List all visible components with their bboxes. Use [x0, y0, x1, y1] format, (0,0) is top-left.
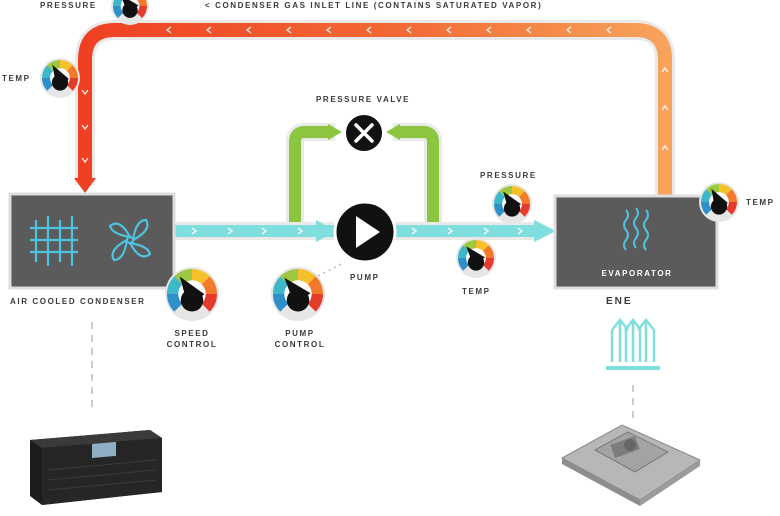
right-temp-gauge[interactable] — [699, 182, 739, 222]
left-temp-gauge[interactable] — [40, 58, 80, 98]
vapor-flow-chevrons — [81, 26, 669, 164]
pressure-valve-bypass-line — [286, 123, 442, 222]
liquid-arrowhead-pump — [316, 220, 336, 242]
mid-pressure-gauge[interactable] — [492, 184, 532, 224]
close-icon — [354, 123, 374, 143]
condenser-gas-inlet-line — [74, 20, 675, 195]
gauge-hub — [710, 198, 728, 215]
pressure-valve-label: PRESSURE VALVE — [316, 95, 411, 104]
mid-temp-label: TEMP — [462, 287, 491, 296]
pump-control-line-2: CONTROL — [274, 340, 326, 349]
right-temp-label: TEMP — [746, 198, 775, 207]
pressure-valve[interactable] — [344, 113, 384, 153]
gauge-hub — [503, 200, 521, 217]
pump-label: PUMP — [350, 273, 380, 282]
top-pressure-label: PRESSURE — [40, 1, 97, 10]
evaporator-plate-image — [560, 424, 702, 506]
gauge-hub — [51, 74, 69, 91]
pump-control-line-1: PUMP — [285, 329, 315, 338]
speed-control-line-1: SPEED — [174, 329, 210, 338]
mid-temp-gauge[interactable] — [456, 238, 496, 278]
pump-control-label: PUMP CONTROL — [270, 328, 330, 350]
bypass-arrowhead-left — [328, 124, 342, 140]
gauges — [40, 0, 739, 321]
gauge-hub — [180, 289, 204, 312]
liquid-flow-chevrons — [191, 227, 524, 235]
gauge-hub — [467, 254, 485, 271]
condenser-unit-image — [30, 430, 162, 505]
play-icon — [356, 216, 380, 248]
coil-fan-icon — [30, 216, 152, 266]
left-temp-label: TEMP — [2, 74, 31, 83]
gauge-hub — [286, 289, 310, 312]
wavy-lines-icon — [623, 207, 649, 251]
top-pressure-gauge[interactable] — [111, 0, 149, 25]
gauge-hub — [122, 2, 138, 18]
condenser-line-label: < CONDENSER GAS INLET LINE (CONTAINS SAT… — [205, 1, 543, 10]
mid-pressure-label: PRESSURE — [480, 171, 537, 180]
condenser-label: AIR COOLED CONDENSER — [10, 297, 146, 306]
vapor-arrowhead — [74, 178, 96, 193]
speed-control-label: SPEED CONTROL — [164, 328, 220, 350]
bypass-arrowhead-right — [386, 124, 400, 140]
evaporator-label: EVAPORATOR — [601, 269, 673, 278]
dashed-connectors — [91, 322, 634, 420]
dotted-connectors — [317, 261, 346, 277]
pump[interactable] — [333, 200, 397, 264]
evaporator[interactable] — [553, 194, 719, 290]
liquid-arrowhead-evaporator — [534, 220, 556, 242]
ene-label: ENE — [606, 296, 633, 307]
air-cooled-condenser[interactable] — [8, 192, 176, 290]
heat-arrows-icon — [606, 317, 660, 370]
speed-control-gauge[interactable] — [165, 267, 219, 321]
pump-control-gauge[interactable] — [271, 267, 325, 321]
speed-control-line-2: CONTROL — [166, 340, 218, 349]
